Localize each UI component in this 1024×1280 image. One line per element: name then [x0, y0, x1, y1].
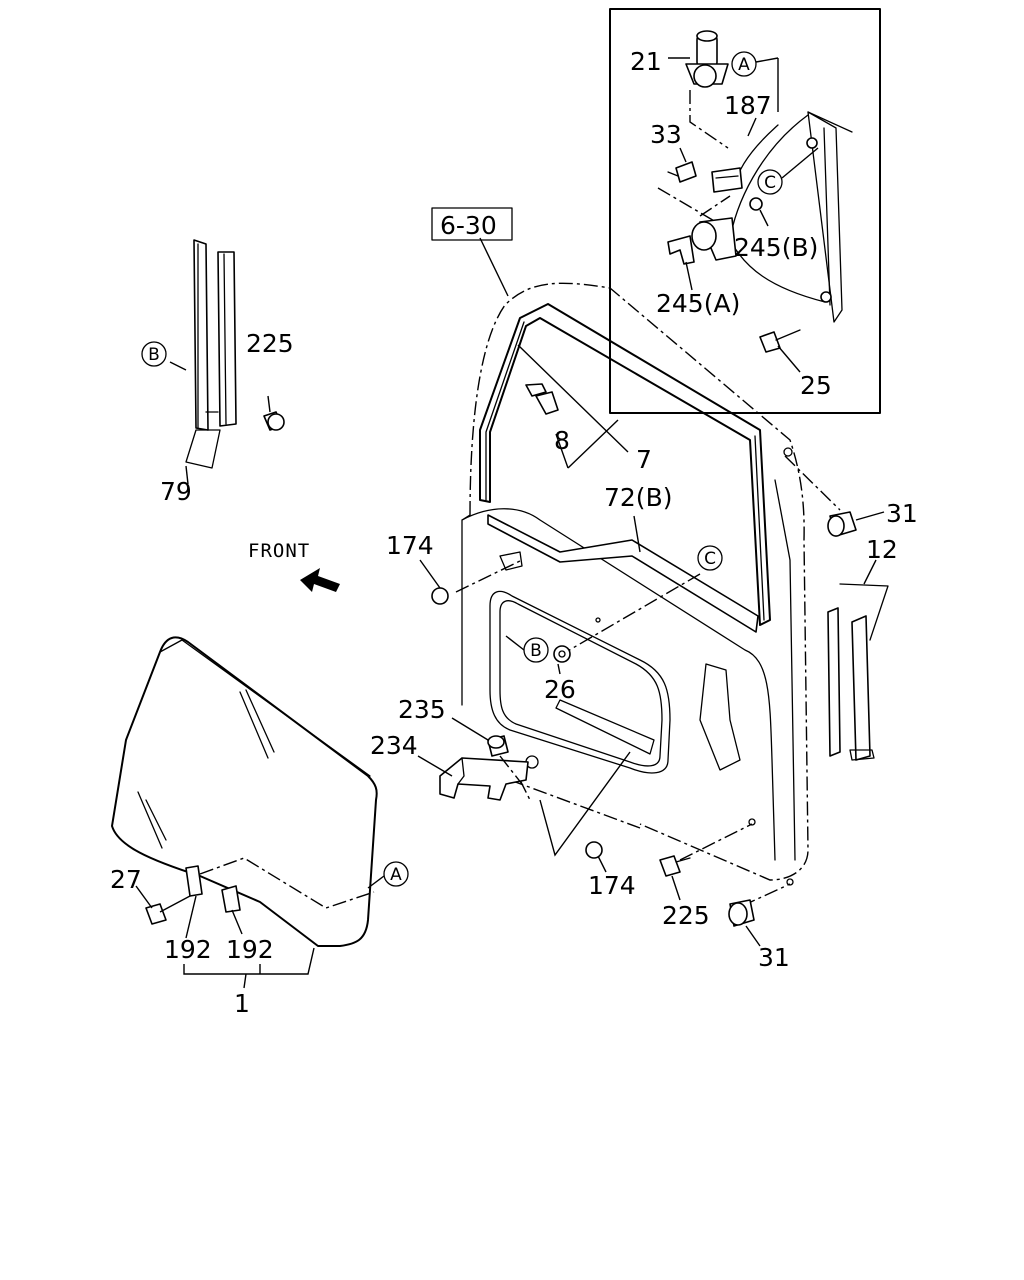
svg-text:B: B: [530, 641, 542, 661]
bolt-33: [667, 161, 697, 183]
bracket-234: [417, 755, 529, 801]
glass-run-79: [169, 239, 237, 485]
stopper-31-bottom: [728, 899, 761, 947]
label-187: 187: [724, 91, 772, 120]
regulator-inset: [609, 8, 881, 414]
label-245b: 245(B): [734, 233, 818, 262]
label-31-bottom: 31: [758, 943, 790, 972]
label-225-bottom: 225: [662, 901, 710, 930]
nut-26: [553, 645, 571, 675]
label-1: 1: [234, 989, 250, 1018]
label-235: 235: [398, 695, 446, 724]
door-outline: [469, 282, 809, 881]
bolt-27: [145, 903, 167, 925]
door-panel: [419, 237, 841, 907]
label-6-30: 6-30: [440, 211, 497, 240]
belt-molding-72b: [487, 514, 759, 633]
regulator-motor: [685, 30, 729, 88]
plug-174-bottom: [585, 841, 603, 859]
label-21: 21: [630, 47, 662, 76]
label-225-top: 225: [246, 329, 294, 358]
callout-a-inset: A: [731, 51, 757, 77]
callout-c-inset: C: [757, 169, 783, 195]
run-channel-12: [827, 559, 889, 761]
bolt-235: [451, 717, 523, 785]
svg-text:A: A: [738, 55, 750, 75]
callout-b-left: B: [141, 341, 167, 367]
clip-8: [525, 383, 559, 415]
label-27: 27: [110, 865, 142, 894]
sash-frame: [479, 303, 771, 626]
stopper-31-top: [827, 511, 885, 537]
ref-box-6-30: [431, 207, 513, 241]
label-12: 12: [866, 535, 898, 564]
svg-text:B: B: [148, 345, 160, 365]
label-174-top: 174: [386, 531, 434, 560]
bracket-245a: [667, 235, 695, 265]
channel-192-right: [221, 885, 241, 913]
bolt-225-top: [263, 395, 285, 431]
plug-174-top: [431, 587, 449, 605]
door-glass-1: [111, 636, 385, 989]
front-arrow: [300, 568, 340, 592]
lower-bracket: [555, 699, 655, 755]
bolt-225-bottom: [659, 855, 691, 901]
label-8: 8: [554, 426, 570, 455]
label-25: 25: [800, 371, 832, 400]
label-26: 26: [544, 675, 576, 704]
svg-text:A: A: [390, 865, 402, 885]
channel-192-left: [185, 865, 203, 897]
callout-a-glass: A: [383, 861, 409, 887]
label-7: 7: [636, 445, 652, 474]
label-245a: 245(A): [656, 289, 740, 318]
label-234: 234: [370, 731, 418, 760]
label-192-right: 192: [226, 935, 274, 964]
svg-text:C: C: [764, 173, 776, 193]
bolt-245b: [749, 197, 763, 211]
regulator-rail: [807, 111, 843, 323]
door-opening: [489, 590, 671, 774]
front-label: FRONT: [248, 540, 310, 562]
label-33: 33: [650, 120, 682, 149]
callout-b-door: B: [505, 635, 549, 663]
inset-frame: [609, 8, 881, 414]
callout-c-door: C: [697, 545, 723, 571]
label-72b: 72(B): [604, 483, 672, 512]
label-174-bottom: 174: [588, 871, 636, 900]
regulator-drum: [691, 167, 743, 261]
label-31-top: 31: [886, 499, 918, 528]
label-79: 79: [160, 477, 192, 506]
svg-text:C: C: [704, 549, 716, 569]
label-192-left: 192: [164, 935, 212, 964]
